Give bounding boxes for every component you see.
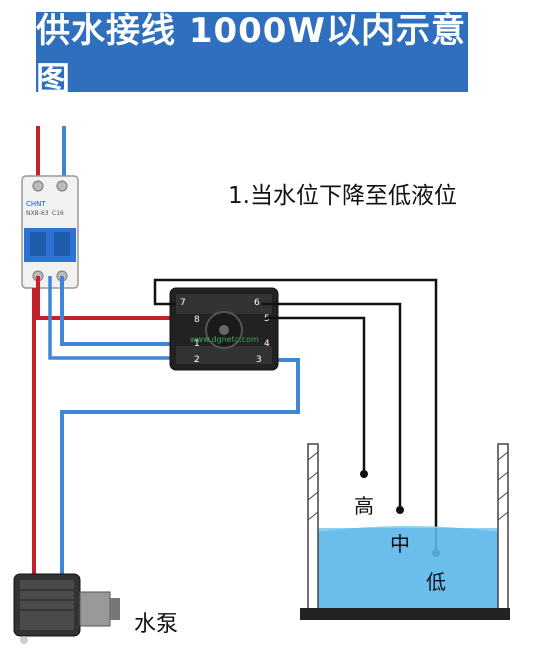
level-label-high: 高 bbox=[354, 494, 374, 518]
breaker-brand: CHNT bbox=[26, 200, 46, 208]
level-relay-socket: www.dgnetc.com 7 6 5 8 1 4 3 2 bbox=[169, 287, 279, 371]
probe-wire-high bbox=[266, 316, 366, 474]
probe-mid bbox=[396, 506, 404, 514]
water-tank bbox=[300, 443, 510, 620]
pump-label: 水泵 bbox=[134, 612, 179, 637]
terminal-6: 6 bbox=[254, 298, 260, 308]
relay-watermark: www.dgnetc.com bbox=[190, 335, 259, 344]
circuit-breaker: CHNT NXB-63 C16 bbox=[21, 175, 79, 289]
live-to-relay-wire bbox=[36, 276, 176, 320]
level-label-mid: 中 bbox=[390, 532, 410, 556]
breaker-rating: C16 bbox=[52, 210, 64, 217]
condition-caption: 1.当水位下降至低液位 bbox=[228, 183, 457, 209]
neutral-to-relay-wire-2 bbox=[48, 276, 176, 360]
terminal-8: 8 bbox=[194, 315, 200, 325]
neutral-to-relay-wire bbox=[60, 276, 176, 346]
terminal-2: 2 bbox=[194, 355, 200, 365]
terminal-7: 7 bbox=[180, 298, 186, 308]
breaker-model: NXB-63 bbox=[26, 210, 49, 217]
water-pump bbox=[13, 573, 120, 644]
probe-wire-low bbox=[153, 278, 438, 553]
terminal-3: 3 bbox=[256, 355, 262, 365]
relay-to-pump-wire bbox=[60, 358, 300, 575]
level-label-low: 低 bbox=[426, 570, 446, 594]
probe-wire-mid bbox=[262, 302, 402, 510]
terminal-4: 4 bbox=[264, 339, 270, 349]
probe-high bbox=[360, 470, 368, 478]
terminal-1: 1 bbox=[194, 339, 200, 349]
title-banner: 供水接线 1000W以内示意图 bbox=[36, 11, 468, 100]
title-text: 供水接线 1000W以内示意图 bbox=[36, 11, 466, 100]
